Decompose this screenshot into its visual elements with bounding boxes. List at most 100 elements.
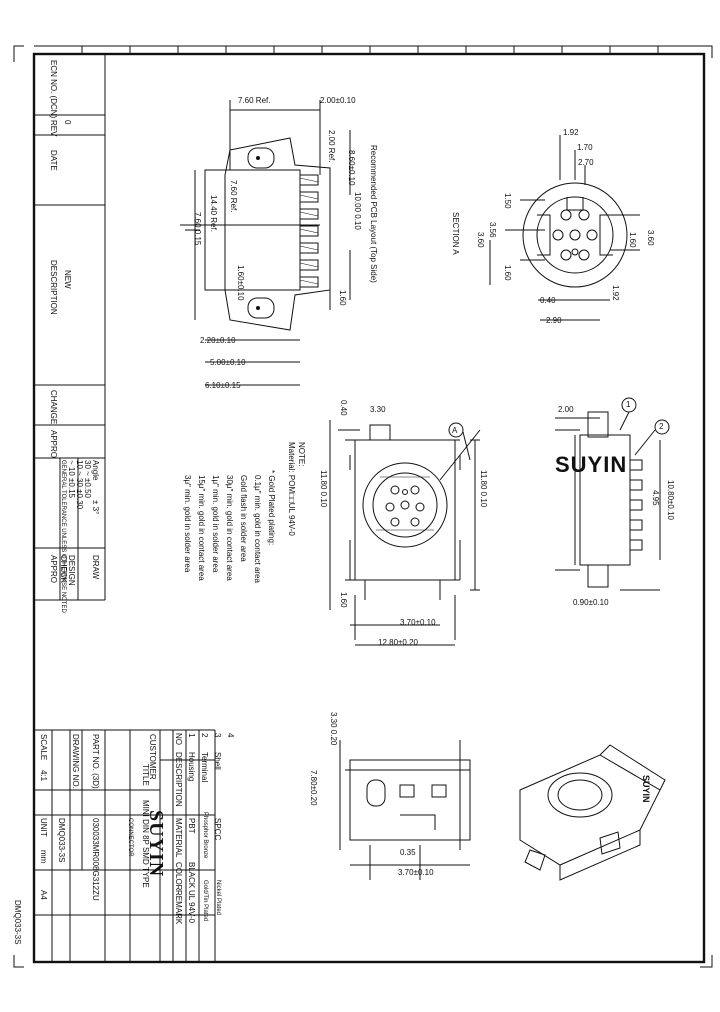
face-dim-5: 3.56	[488, 222, 497, 238]
pcb-dim-10: 2.20±0.10	[200, 336, 236, 345]
title-block-part-no: 030033MR008G312ZU	[91, 818, 100, 901]
title-block-scale-label: SCALE	[39, 734, 48, 761]
rev-table-appro-header: APPRO	[49, 430, 58, 459]
iso-view-suyin-marking: SUYIN	[641, 775, 651, 803]
parts-header-material: MATERIAL	[174, 818, 183, 858]
drawing-number-margin: DMQ033-3S	[13, 900, 22, 945]
bottom-dim-3: 0.35	[400, 848, 416, 857]
pcb-layout-title: Recommended PCB Layout (Top Side)	[369, 145, 378, 283]
parts-header-remark: REMARK	[174, 890, 183, 925]
tolerance-row-1: 30 ~ ±0.50	[83, 460, 92, 498]
parts-row-1-color: BLACK	[187, 862, 196, 889]
rev-table-ecn-header: ECN NO. (DCN)	[49, 60, 58, 119]
parts-row-3-material: SPCC	[213, 818, 222, 841]
pcb-dim-9: 1.60	[338, 290, 347, 306]
title-block-drawing-no-label: DRAWING NO.	[71, 734, 80, 789]
pcb-dim-6: 1.60±0.10	[236, 265, 245, 301]
notes-item-5: 1μ" min. gold in solder area	[211, 475, 220, 573]
side-dim-1: 2.00	[558, 405, 574, 414]
title-block-unit-label: UNIT	[39, 818, 48, 837]
face-dim-9: 3.60	[646, 230, 655, 246]
pcb-dim-8: 7.60 0.15	[193, 212, 202, 246]
rev-table-rev-header: REV	[49, 120, 58, 137]
parts-row-2-remark: Gold/Tin Plated	[202, 880, 208, 922]
parts-row-2-material: Phosphor Bronze	[202, 812, 208, 859]
rev-row-description: NEW	[63, 270, 72, 289]
front-dim-5: 3.70±0.10	[400, 618, 436, 627]
tolerance-angle-label: Angle	[91, 460, 100, 481]
signature-draw: DRAW	[91, 555, 100, 580]
parts-header-description: DESCRIPTION	[174, 752, 183, 807]
pcb-dim-1: 7.60 Ref.	[229, 180, 238, 213]
notes-item-2: 0.1μ" min. gold in contact area	[253, 475, 262, 583]
rev-row-rev: 0	[63, 120, 72, 125]
pcb-dim-11: 5.00±0.10	[210, 358, 246, 367]
front-dim-6: 12.80±0.20	[378, 638, 418, 647]
pcb-dim-top: 7.60 Ref.	[238, 96, 271, 105]
notes-item-1: * Gold Plated plating:	[267, 470, 276, 546]
side-dim-2: 0.90±0.10	[573, 598, 609, 607]
side-dim-3: 4.95	[651, 490, 660, 506]
section-a-label: SECTION A	[451, 212, 460, 255]
parts-row-4-no: 4	[226, 733, 235, 738]
pcb-dim-5: 8.60±0.10	[347, 150, 356, 186]
front-dim-side: 11.80 0.10	[479, 470, 488, 508]
signature-check: CHECK	[59, 555, 68, 584]
parts-row-2-desc: Terminal	[200, 752, 209, 783]
face-dim-6: 3.60	[476, 232, 485, 248]
face-dim-2: 1.70	[577, 143, 593, 152]
front-dim-4: 1.60	[339, 592, 348, 608]
title-block-size: A4	[39, 890, 48, 900]
pcb-dim-4: 14.40 Ref.	[209, 195, 218, 232]
title-block-part-no-label: PART NO. (3D)	[91, 734, 100, 789]
tolerance-angle-value: ± 3°	[91, 500, 100, 515]
title-block-title-label: TITLE	[141, 764, 150, 786]
side-dim-4: 10.80±0.10	[666, 480, 675, 520]
notes-title: NOTE:	[297, 442, 306, 467]
title-block-unit: mm	[39, 850, 48, 864]
title-block-drawing-no: DMQ033-3S	[57, 818, 66, 863]
pcb-dim-7: 10.00 0.10	[353, 192, 362, 230]
parts-row-1-material: PBT	[187, 818, 196, 834]
notes-item-6: 15μ" min. gold in contact area	[197, 475, 206, 581]
balloon-a: A	[452, 426, 458, 435]
bottom-dim-2: 7.80±0.20	[309, 770, 318, 806]
notes-item-4: 30μ" min. gold in contact area	[225, 475, 234, 581]
parts-header-color: COLOR	[174, 862, 183, 891]
notes-item-3: Gold flash in solder area	[239, 475, 248, 562]
parts-row-1-no: 1	[187, 733, 196, 738]
face-dim-12: 1.92	[611, 285, 620, 301]
balloon-2: 2	[659, 422, 664, 431]
tolerance-caption: GENERAL TOLERANCE UNLESS OTHERWISE NOTED	[60, 460, 66, 613]
suyin-logo-sub: CONNECTOR	[127, 818, 133, 857]
face-dim-11: 2.90	[546, 316, 562, 325]
front-dim-2: 3.30	[370, 405, 386, 414]
parts-row-3-remark: Nickel Plated	[215, 880, 221, 916]
bottom-dim-1: 3.30 0.20	[329, 712, 338, 746]
notes-item-7: 3μ" min. gold in solder area	[183, 475, 192, 573]
face-dim-7: 1.60	[503, 265, 512, 281]
rev-table-change-header: CHANGE	[49, 390, 58, 425]
front-dim-3: 11.80 0.10	[319, 470, 328, 508]
notes-material: Material: POM□□UL 94V-0	[287, 442, 296, 536]
title-block-scale: 4:1	[39, 770, 48, 782]
parts-row-1-desc: Housing	[187, 752, 196, 782]
face-dim-3: 2.70	[578, 158, 594, 167]
front-dim-1: 0.40	[339, 400, 348, 416]
tolerance-row-3: ~ 10 ±0.15	[67, 460, 76, 498]
parts-row-1-remark: UL 94V-0	[187, 890, 196, 924]
rev-table-description-header: DESCRIPTION	[49, 260, 58, 315]
rev-table-date-header: DATE	[49, 150, 58, 171]
bottom-dim-4: 3.70±0.10	[398, 868, 434, 877]
parts-header-no: NO	[174, 733, 183, 745]
pcb-dim-2: 2.00±0.10	[320, 96, 356, 105]
parts-row-2-no: 2	[200, 733, 209, 738]
suyin-logo: SUYIN	[145, 810, 167, 878]
tolerance-row-2: 10 ~ 30 ±0.30	[75, 460, 84, 510]
side-view-suyin-marking: SUYIN	[555, 452, 628, 477]
face-dim-8: 1.60	[628, 232, 637, 248]
pcb-dim-3: 2.00 Ref.	[327, 130, 336, 163]
parts-row-3-desc: Shell	[213, 752, 222, 770]
balloon-1: 1	[626, 400, 631, 409]
